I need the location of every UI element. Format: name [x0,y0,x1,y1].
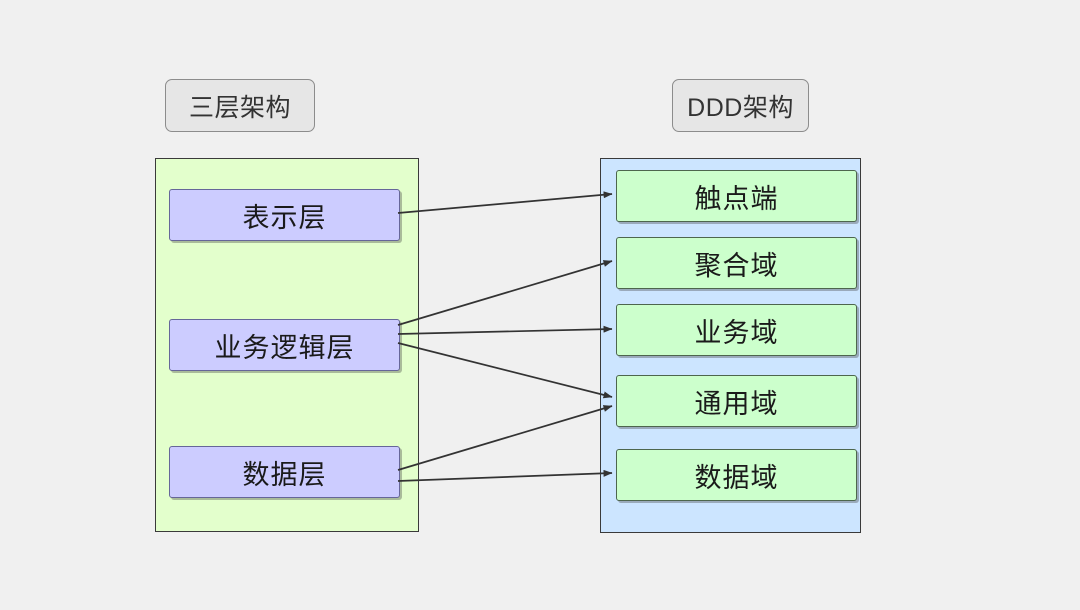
connector-arrow [397,325,613,335]
layer-box-data[interactable]: 数据层 [169,446,400,498]
connector-arrow [397,342,613,399]
title-ddd-architecture: DDD架构 [672,79,809,132]
domain-box-aggregate[interactable]: 聚合域 [616,237,857,289]
connector-arrow [397,260,613,326]
domain-box-business[interactable]: 业务域 [616,304,857,356]
connector-arrow [397,469,613,482]
domain-box-touchpoint[interactable]: 触点端 [616,170,857,222]
connector-arrow [397,405,613,471]
title-three-layer-architecture: 三层架构 [165,79,315,132]
three-layer-architecture-panel: 表示层 业务逻辑层 数据层 [155,158,419,532]
layer-box-presentation[interactable]: 表示层 [169,189,400,241]
connector-arrow [397,191,613,214]
domain-box-common[interactable]: 通用域 [616,375,857,427]
layer-box-business-logic[interactable]: 业务逻辑层 [169,319,400,371]
ddd-architecture-panel: 触点端 聚合域 业务域 通用域 数据域 [600,158,861,533]
domain-box-data[interactable]: 数据域 [616,449,857,501]
